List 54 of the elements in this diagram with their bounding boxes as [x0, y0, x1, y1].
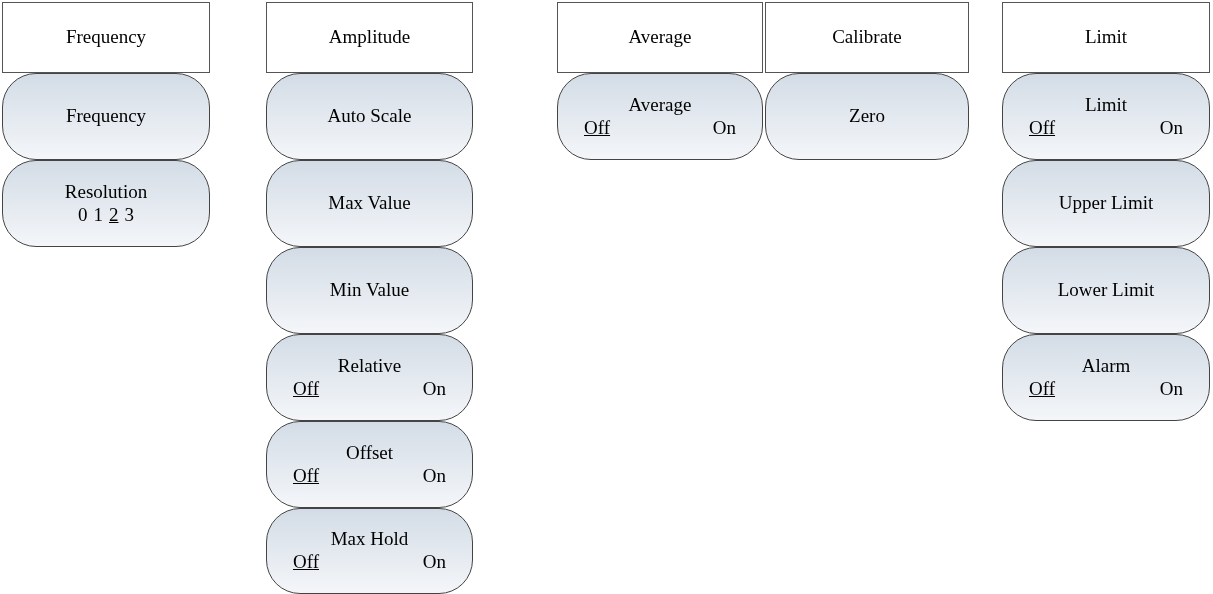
- button-label: Auto Scale: [327, 105, 412, 128]
- softkey-button: [1002, 160, 1210, 247]
- button-label: Frequency: [65, 105, 147, 128]
- selected-option: Off: [1029, 116, 1056, 140]
- button-label: Offset: [345, 441, 394, 465]
- menu-header-box: [1002, 2, 1210, 73]
- menu-header-box: [765, 2, 969, 73]
- button-label: Lower Limit: [1057, 279, 1155, 302]
- button-label: Max Value: [328, 192, 411, 215]
- softkey-button: [1002, 247, 1210, 334]
- softkey-button: [266, 334, 473, 421]
- selected-option: Off: [293, 464, 320, 488]
- button-label: Alarm: [1081, 354, 1131, 378]
- option-label: 3: [124, 203, 134, 227]
- menu-title: Calibrate: [832, 26, 902, 49]
- menu-title: Average: [628, 26, 692, 49]
- softkey-button: [2, 73, 210, 160]
- option-label: 1: [93, 203, 103, 227]
- button-label: Relative: [337, 354, 402, 378]
- button-label: Min Value: [329, 279, 410, 302]
- option-label: 0: [78, 203, 88, 227]
- menu-header-box: [2, 2, 210, 73]
- button-label: Zero: [849, 105, 885, 128]
- option-label: On: [1159, 116, 1183, 140]
- menu-title: Amplitude: [328, 26, 411, 49]
- softkey-button: [1002, 334, 1210, 421]
- softkey-button: [266, 160, 473, 247]
- selected-option: Off: [1029, 377, 1056, 401]
- button-label: Upper Limit: [1058, 192, 1154, 215]
- softkey-button: [266, 247, 473, 334]
- selected-option: Off: [584, 116, 611, 140]
- softkey-button: [266, 508, 473, 594]
- selected-option: Off: [293, 377, 320, 401]
- button-label: Limit: [1084, 93, 1128, 117]
- button-label: Max Hold: [330, 528, 409, 551]
- option-label: On: [422, 377, 446, 401]
- button-label: Average: [628, 93, 692, 117]
- softkey-button: [765, 73, 969, 160]
- softkey-button: [1002, 73, 1210, 160]
- option-label: On: [422, 464, 446, 488]
- softkey-button: [266, 421, 473, 508]
- button-label: Resolution: [64, 180, 148, 204]
- softkey-button: [557, 73, 763, 160]
- selected-option: Off: [293, 551, 320, 574]
- softkey-button: [266, 73, 473, 160]
- menu-header-box: [557, 2, 763, 73]
- option-label: On: [712, 116, 736, 140]
- menu-header-box: [266, 2, 473, 73]
- option-label: On: [422, 551, 446, 574]
- option-label: On: [1159, 377, 1183, 401]
- menu-title: Limit: [1084, 26, 1128, 49]
- softkey-button: [2, 160, 210, 247]
- menu-title: Frequency: [65, 26, 147, 49]
- selected-option: 2: [109, 203, 119, 227]
